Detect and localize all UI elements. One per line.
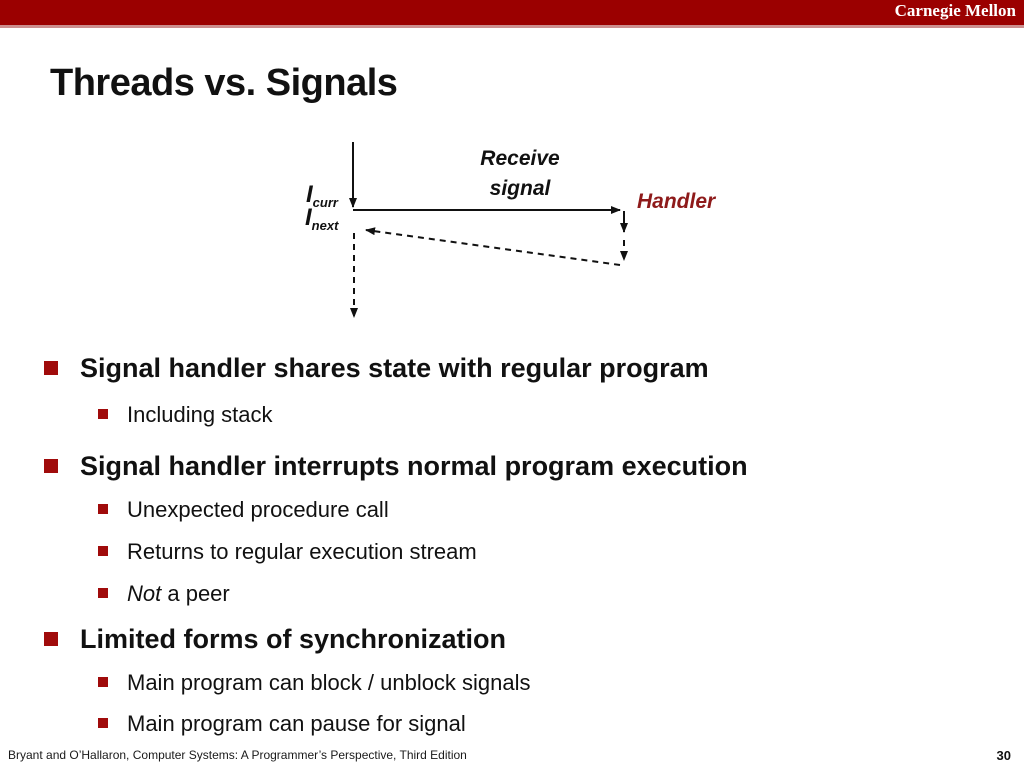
bullet-square-icon <box>98 546 108 556</box>
signal-timeline-diagram: Receive signal Handler Icurr Inext <box>280 130 760 335</box>
rest-of-line: a peer <box>161 581 230 606</box>
icurr-symbol: I <box>306 181 313 208</box>
bullet-item-pause-for-signal: Main program can pause for signal <box>98 710 466 737</box>
header-bar: Carnegie Mellon <box>0 0 1024 28</box>
handler-return-dashed-arrow <box>365 227 621 266</box>
bullet-item-returns-stream: Returns to regular execution stream <box>98 538 477 565</box>
inext-symbol: I <box>305 204 312 231</box>
bullet-square-icon <box>44 361 58 375</box>
timeline-arrows <box>349 142 628 318</box>
receive-signal-line1: Receive <box>480 147 560 170</box>
inext-label: Inext <box>305 204 339 234</box>
bullet-square-icon <box>44 632 58 646</box>
receive-signal-label: Receive signal <box>440 144 600 204</box>
bullet-item-interrupts-execution: Signal handler interrupts normal program… <box>44 450 748 482</box>
bullet-item-including-stack: Including stack <box>98 401 273 428</box>
bullet-item-shares-state: Signal handler shares state with regular… <box>44 352 709 384</box>
bullet-item-block-unblock: Main program can block / unblock signals <box>98 669 531 696</box>
bullet-item-unexpected-call: Unexpected procedure call <box>98 496 389 523</box>
bullet-square-icon <box>98 409 108 419</box>
bullet-item-not-a-peer: Not a peer <box>98 580 230 607</box>
icurr-label: Icurr <box>306 181 338 211</box>
page-title: Threads vs. Signals <box>50 62 398 104</box>
bullet-item-limited-sync: Limited forms of synchronization <box>44 623 506 655</box>
handler-label: Handler <box>637 190 716 213</box>
receive-signal-line2: signal <box>489 177 551 200</box>
brand-wordmark: Carnegie Mellon <box>894 1 1016 20</box>
bullet-square-icon <box>98 677 108 687</box>
bullet-square-icon <box>98 504 108 514</box>
bullet-square-icon <box>98 718 108 728</box>
footer-citation: Bryant and O’Hallaron, Computer Systems:… <box>8 748 467 762</box>
icurr-subscript: curr <box>312 195 338 210</box>
page-number: 30 <box>996 748 1011 763</box>
emphasized-word: Not <box>127 581 162 606</box>
bullet-square-icon <box>98 588 108 598</box>
inext-subscript: next <box>311 218 339 233</box>
bullet-square-icon <box>44 459 58 473</box>
